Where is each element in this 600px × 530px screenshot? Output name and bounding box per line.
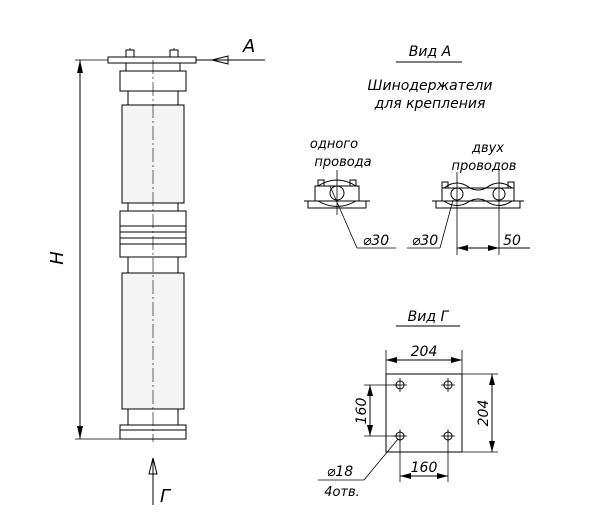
hole-diameter: ⌀18 [327, 464, 353, 480]
dim-top: 204 [411, 344, 438, 360]
arrow-g-label: Г [160, 486, 172, 507]
top-bolt-left [125, 49, 135, 58]
dim-left: 160 [354, 398, 370, 425]
view-g-arrow: Г [148, 457, 172, 507]
insulator-column [107, 48, 197, 442]
holder-one-label-1: одного [310, 137, 358, 152]
view-g: Вид Г 204 204 [318, 309, 498, 500]
holder-two-wires: двух проводов 50 ⌀30 [407, 141, 530, 255]
holder-two-label-1: двух [471, 141, 504, 156]
mounting-holes [393, 378, 455, 443]
holder-two-base [435, 200, 521, 209]
holder-one-diameter: ⌀30 [363, 233, 389, 249]
holder-one-wire: одного провода ⌀30 [304, 137, 396, 249]
view-a-arrow: A [196, 36, 265, 65]
hole-count: 4отв. [324, 485, 360, 500]
view-a-subtitle-2: для крепления [374, 96, 486, 112]
view-g-title: Вид Г [408, 309, 450, 325]
view-a-heading: Вид А Шинодержатели для крепления [368, 44, 493, 112]
top-bolt-right [169, 49, 179, 58]
height-dimension: H [47, 59, 120, 440]
dim-right: 204 [476, 400, 492, 427]
arrow-a-label: A [242, 36, 255, 57]
top-flange-plate [107, 56, 197, 64]
view-a-title: Вид А [409, 44, 451, 60]
height-label: H [47, 251, 68, 265]
view-a-subtitle-1: Шинодержатели [368, 78, 493, 94]
holder-two-spacing: 50 [503, 233, 521, 249]
dim-bottom: 160 [411, 460, 438, 476]
base-plate [385, 373, 463, 453]
holder-one-label-2: провода [314, 155, 371, 170]
holder-two-diameter: ⌀30 [412, 233, 438, 249]
holder-two-label-2: проводов [452, 159, 517, 174]
